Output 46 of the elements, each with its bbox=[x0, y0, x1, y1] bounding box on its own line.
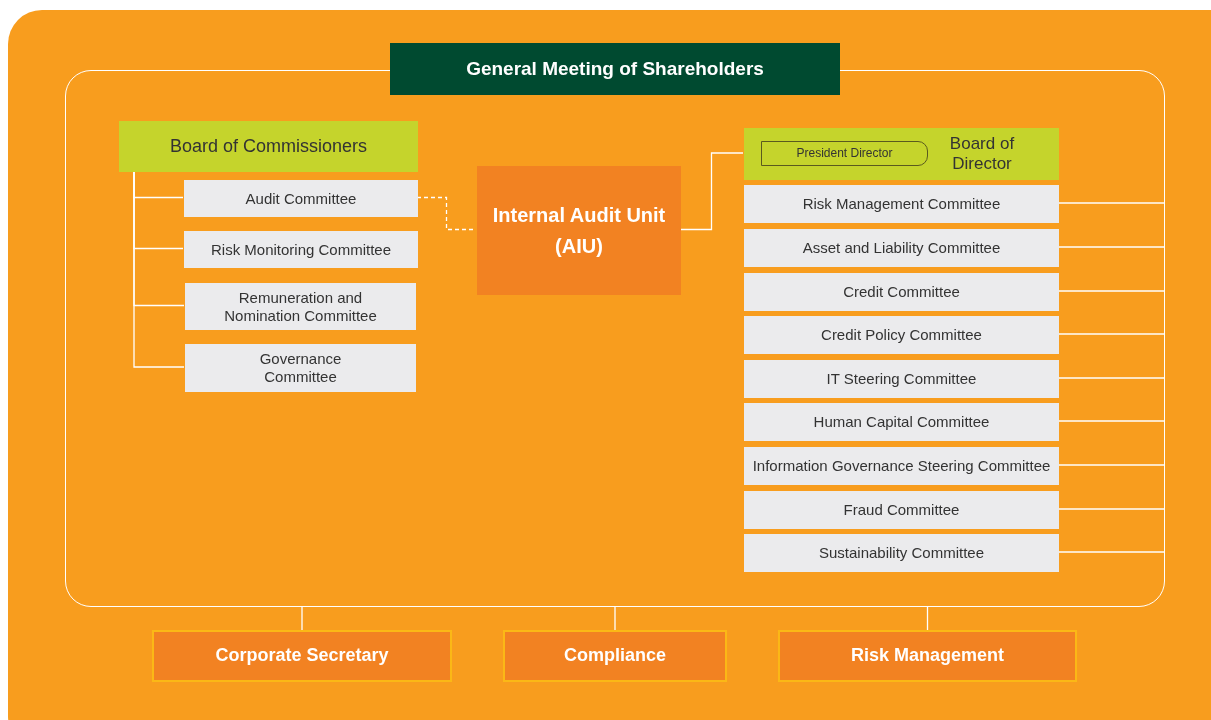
node-text: General Meeting of Shareholders bbox=[466, 57, 764, 81]
node-text: Governance Committee bbox=[258, 350, 343, 386]
node-text: Asset and Liability Committee bbox=[802, 239, 1001, 257]
committee-box bbox=[184, 180, 418, 217]
connector-line bbox=[301, 606, 303, 631]
node-text: Risk Management Committee bbox=[802, 195, 1001, 213]
node-text: Risk Management bbox=[850, 645, 1004, 667]
unit-box bbox=[778, 630, 1077, 682]
committee-box bbox=[744, 447, 1059, 485]
node-text: Human Capital Committee bbox=[813, 413, 990, 431]
committee-box bbox=[185, 344, 416, 392]
connector-line bbox=[926, 606, 929, 631]
node-text: President Director bbox=[796, 146, 893, 161]
node-text: IT Steering Committee bbox=[826, 370, 977, 388]
node-text: Credit Policy Committee bbox=[821, 326, 982, 344]
board-box bbox=[744, 128, 1059, 180]
committee-box bbox=[744, 403, 1059, 441]
committee-box bbox=[744, 360, 1059, 398]
node-text: Compliance bbox=[564, 645, 666, 667]
node-text: Fraud Committee bbox=[843, 501, 960, 519]
unit-box bbox=[503, 630, 727, 682]
node-text: Audit Committee bbox=[245, 189, 357, 208]
connector-line bbox=[614, 606, 616, 631]
committee-box bbox=[744, 534, 1059, 572]
node-text: Sustainability Committee bbox=[818, 544, 985, 562]
node-text: Risk Monitoring Committee bbox=[210, 240, 392, 259]
committee-box bbox=[744, 316, 1059, 354]
role-box bbox=[761, 141, 928, 166]
node-text: Board of Director bbox=[948, 133, 1016, 175]
committee-box bbox=[744, 229, 1059, 267]
committee-box bbox=[744, 491, 1059, 529]
node-text: Board of Commissioners bbox=[169, 135, 368, 158]
committee-box bbox=[744, 273, 1059, 311]
committee-box bbox=[184, 231, 418, 268]
unit-box bbox=[477, 166, 681, 295]
unit-box bbox=[152, 630, 452, 682]
committee-box bbox=[185, 283, 416, 330]
node-text: Corporate Secretary bbox=[215, 645, 389, 667]
board-box bbox=[119, 121, 418, 172]
node-text: Credit Committee bbox=[843, 283, 960, 301]
node-text: Remuneration and Nomination Committee bbox=[223, 288, 378, 325]
node-text: Internal Audit Unit (AIU) bbox=[491, 202, 667, 259]
committee-box bbox=[744, 185, 1059, 223]
node-text: Information Governance Steering Committee bbox=[752, 457, 1051, 475]
heading-box bbox=[390, 43, 840, 95]
connector-line bbox=[133, 170, 185, 368]
